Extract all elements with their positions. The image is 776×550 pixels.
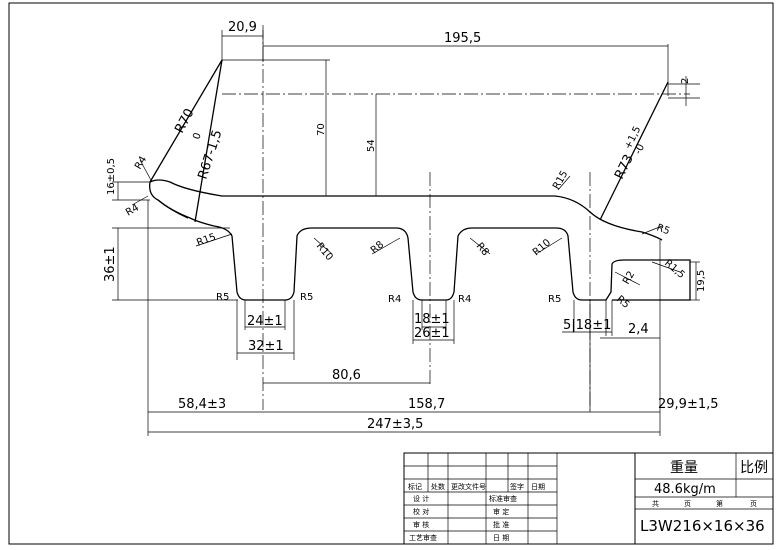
role-approve: 审 定: [493, 507, 509, 516]
role-design: 设 计: [413, 494, 429, 503]
radius-r4-c: R4: [388, 294, 401, 305]
role-process: 工艺审查: [409, 533, 437, 542]
dim-w5-18: 5|18±1: [563, 318, 611, 333]
model-number: L3W216×16×36: [640, 517, 765, 535]
radius-r10-left: R10: [314, 241, 335, 263]
dim-247: 247±3,5: [367, 417, 423, 432]
sheet-no: 第: [716, 499, 723, 508]
dim-height-54: 54: [366, 139, 377, 152]
radius-r5-e: R5: [655, 222, 671, 237]
dimension-labels: 20,9 195,5 2 70 54 16±0,5 36±1 19,5 R70 …: [103, 20, 719, 432]
sheet-unit: 页: [684, 500, 691, 508]
dim-w2-4: 2,4: [628, 322, 649, 337]
radius-r15-right: R15: [551, 169, 570, 192]
title-block: 标记 处数 更改文件号 签字 日期 设 计 校 对 审 核 工艺审查 标准审查 …: [403, 452, 774, 545]
radius-r15-left: R15: [195, 232, 217, 249]
weight-value: 48.6kg/m: [654, 482, 716, 497]
center-lines: [222, 25, 690, 410]
role-date: 日 期: [493, 534, 509, 542]
revision-header-mark: 标记: [408, 482, 422, 491]
dim-w32: 32±1: [248, 339, 284, 354]
sheet-unit2: 页: [750, 500, 757, 508]
dim-w26: 26±1: [414, 326, 450, 341]
radius-r4-d: R4: [458, 294, 471, 305]
weight-label: 重量: [670, 460, 698, 476]
dim-w18: 18±1: [414, 312, 450, 327]
role-ratify: 批 准: [493, 520, 509, 529]
dim-r70: R70: [172, 106, 197, 136]
radius-r2: R2: [621, 269, 637, 286]
scale-label: 比例: [740, 460, 768, 476]
dim-29-9: 29,9±1,5: [658, 397, 719, 412]
dim-flange-thick: 16±0,5: [106, 158, 117, 195]
dim-80-6: 80,6: [332, 368, 361, 383]
role-check: 校 对: [413, 507, 429, 516]
dim-offset-right: 2: [680, 78, 691, 84]
dim-right-height: 19,5: [696, 270, 707, 292]
dim-total-height: 36±1: [103, 246, 118, 282]
revision-header-date: 日期: [531, 483, 545, 491]
radius-r8-right: R8: [474, 241, 491, 258]
role-standard: 标准审查: [489, 494, 517, 503]
revision-header-sign: 签字: [510, 482, 524, 491]
sheet-total: 共: [652, 499, 659, 508]
radius-r4-side: R4: [124, 202, 141, 218]
revision-header-count: 处数: [431, 482, 445, 491]
dim-r67-sup: 0: [191, 131, 203, 140]
radius-r10-right: R10: [531, 237, 553, 258]
dim-r73-tol2: -0: [633, 143, 647, 157]
radius-r1-5: R1,5: [662, 258, 687, 281]
dimension-lines: [117, 35, 697, 433]
radius-r5-d: R5: [614, 294, 631, 311]
drawing-frame: [8, 2, 774, 545]
role-review: 审 核: [413, 520, 429, 529]
radius-r5-a: R5: [216, 292, 229, 303]
radius-r5-b: R5: [300, 292, 313, 303]
radius-r5-c: R5: [548, 294, 561, 305]
radius-r4-top: R4: [133, 154, 149, 171]
dim-r73: R73: [612, 152, 637, 182]
dim-top-width: 20,9: [228, 20, 257, 35]
revision-header-doc: 更改文件号: [451, 482, 486, 491]
dim-w24: 24±1: [247, 314, 283, 329]
dim-span-top: 195,5: [444, 31, 481, 46]
rail-profile: [149, 59, 691, 301]
extension-lines: [112, 30, 700, 436]
dim-height-70: 70: [316, 123, 327, 136]
radius-r8-left: R8: [369, 239, 386, 256]
dim-158-7: 158,7: [408, 397, 445, 412]
dim-58-4: 58,4±3: [178, 397, 226, 412]
